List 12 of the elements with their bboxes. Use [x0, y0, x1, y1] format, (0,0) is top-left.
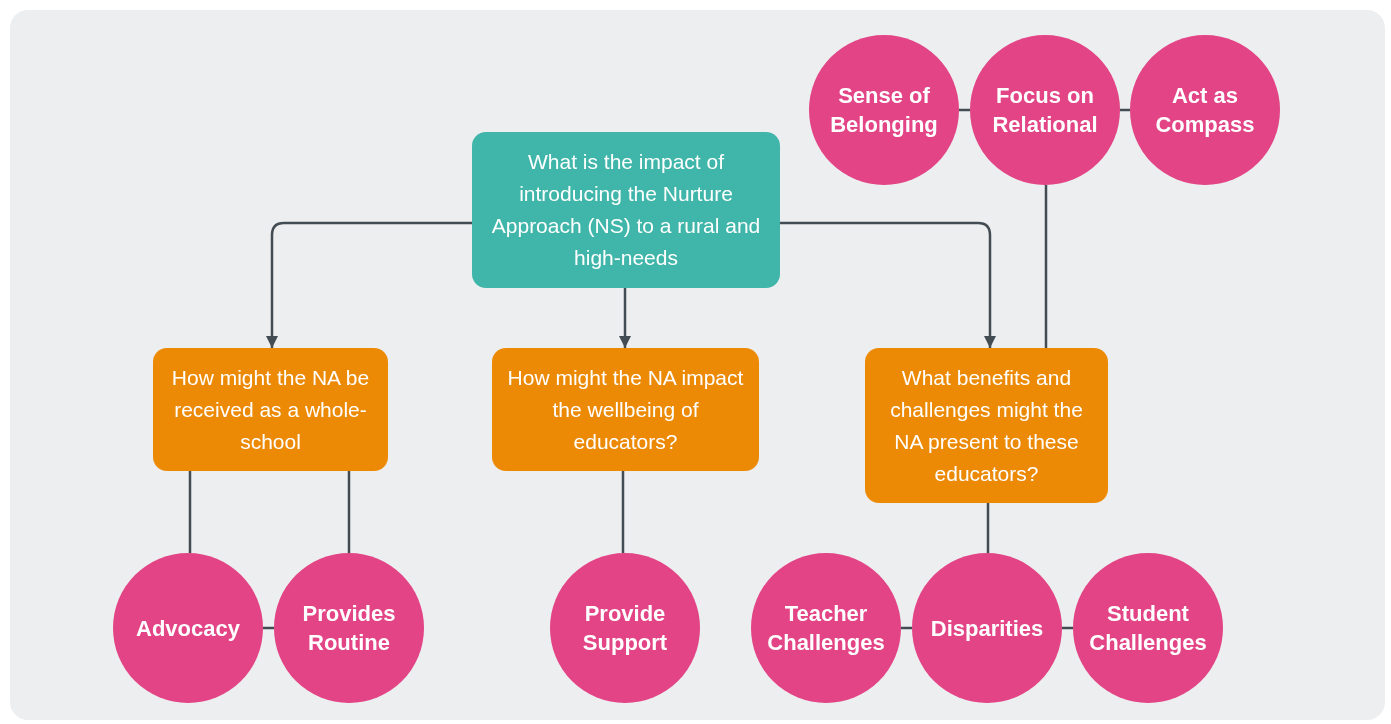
connector-line — [621, 471, 625, 554]
question-box: What is the impact of introducing the Nurture Approach (NS) to a rural and high-needs — [472, 132, 780, 288]
connector-line — [347, 471, 351, 553]
question-box: How might the NA be received as a whole-school — [153, 348, 388, 471]
question-box: How might the NA impact the wellbeing of educators? — [492, 348, 759, 471]
arrow — [265, 221, 472, 348]
connector-line — [188, 471, 192, 554]
question-box: What benefits and challenges might the NA present to these educators? — [865, 348, 1108, 503]
connector-line — [1044, 185, 1048, 348]
arrow — [780, 221, 997, 348]
arrow — [618, 288, 632, 348]
connector-line — [986, 503, 990, 553]
